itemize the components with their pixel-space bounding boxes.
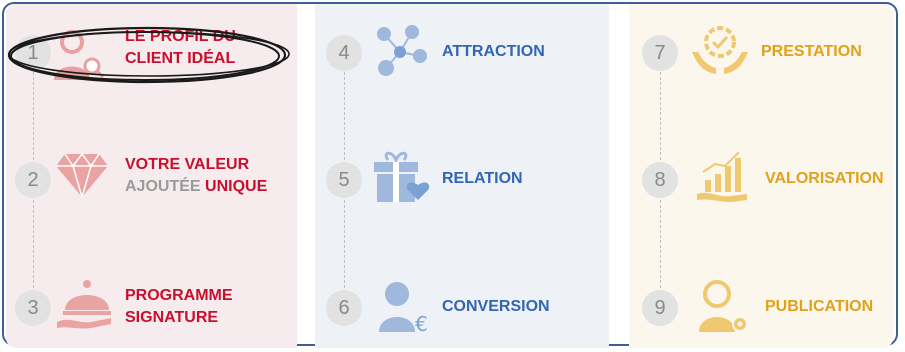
step-number: 7	[642, 35, 678, 71]
gift-heart-icon	[374, 151, 430, 202]
step-number: 6	[326, 290, 362, 326]
step-number: 4	[326, 35, 362, 71]
step-label: PUBLICATION	[765, 298, 874, 315]
step-label: CONVERSION	[442, 298, 550, 315]
connector-1-2	[33, 72, 34, 160]
step-label-line: CLIENT IDÉAL	[125, 50, 236, 67]
step-label-line: PROGRAMME	[125, 287, 233, 304]
step-number: 2	[15, 162, 51, 198]
connector-8-9	[660, 200, 661, 288]
connector-2-3	[33, 200, 34, 288]
step-label: RELATION	[442, 170, 523, 187]
step-number: 8	[642, 162, 678, 198]
step-label-line: SIGNATURE	[125, 309, 219, 326]
hand-drawn-circle-highlight	[7, 26, 290, 84]
person-euro-icon: €	[379, 282, 428, 334]
step-label: PRESTATION	[761, 43, 862, 60]
person-gear-icon	[699, 280, 748, 332]
svg-text:€: €	[415, 312, 428, 334]
connector-5-6	[344, 200, 345, 288]
diamond-icon	[56, 152, 108, 198]
column-1	[6, 4, 297, 348]
step-number: 9	[642, 290, 678, 326]
step-number: 5	[326, 162, 362, 198]
step-number: 3	[15, 290, 51, 326]
network-icon	[377, 25, 427, 76]
step-label: PROGRAMME SIGNATURE	[125, 285, 233, 329]
step-label-part: UNIQUE	[205, 178, 268, 195]
growth-chart-icon	[697, 151, 747, 202]
step-label-line: VOTRE VALEUR	[125, 156, 250, 173]
step-label: ATTRACTION	[442, 43, 545, 60]
hands-badge-icon	[692, 26, 748, 74]
cloche-icon	[57, 280, 111, 329]
connector-4-5	[344, 72, 345, 160]
step-label: VOTRE VALEUR AJOUTÉE UNIQUE	[125, 154, 267, 198]
step-label-part: AJOUTÉE	[125, 178, 206, 195]
connector-7-8	[660, 72, 661, 160]
column-2	[315, 4, 609, 348]
step-label: VALORISATION	[765, 170, 884, 187]
